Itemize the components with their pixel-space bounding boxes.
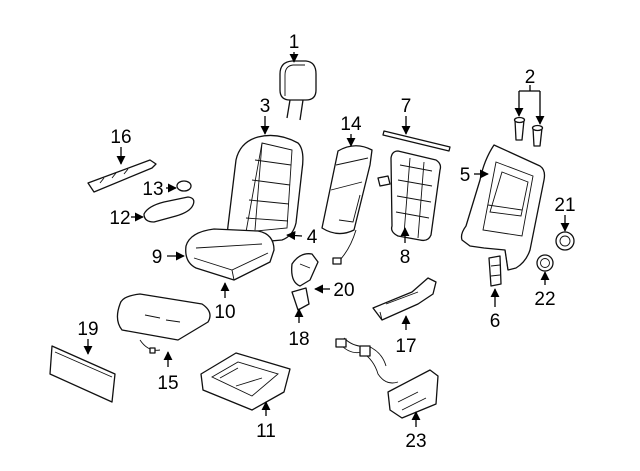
recliner-knob-part xyxy=(555,231,575,251)
knob-part xyxy=(176,180,192,192)
side-bracket-part xyxy=(87,159,157,193)
callout-4: 4 xyxy=(307,227,318,248)
seat-back-frame-part xyxy=(460,144,546,271)
seat-back-cover-part xyxy=(227,134,304,245)
headrest-part xyxy=(279,60,317,121)
side-shield-part xyxy=(372,277,437,321)
headrest-guide-left-part xyxy=(513,116,526,141)
seat-frame-part xyxy=(200,352,291,411)
recliner-cover-part xyxy=(291,253,319,287)
seat-cushion-cover-part xyxy=(185,228,275,281)
leader-4 xyxy=(286,231,303,241)
cushion-pad-part xyxy=(116,293,211,354)
spring-mat-part xyxy=(377,150,442,242)
rod-part xyxy=(382,130,451,152)
callout-3: 3 xyxy=(260,96,271,117)
callout-19: 19 xyxy=(77,319,98,340)
latch-bracket-part xyxy=(488,255,502,287)
callout-14: 14 xyxy=(340,114,362,135)
callout-7: 7 xyxy=(401,96,412,117)
callout-13: 13 xyxy=(142,179,163,200)
power-seat-switch-part xyxy=(335,337,439,419)
callout-5: 5 xyxy=(460,165,471,186)
callout-16: 16 xyxy=(110,127,131,148)
callout-12: 12 xyxy=(109,208,130,229)
callout-21: 21 xyxy=(554,195,575,216)
callout-1: 1 xyxy=(289,32,300,53)
adjust-knob-part xyxy=(536,254,554,272)
headrest-guide-right-part xyxy=(531,124,544,147)
trim-cap-part xyxy=(291,287,310,311)
callout-15: 15 xyxy=(157,373,178,394)
callout-10: 10 xyxy=(214,302,235,323)
callout-11: 11 xyxy=(256,421,276,442)
callout-17: 17 xyxy=(395,336,416,357)
handle-part xyxy=(143,196,195,223)
callout-9: 9 xyxy=(152,247,163,268)
callout-20: 20 xyxy=(333,280,354,301)
callout-8: 8 xyxy=(400,247,411,268)
callout-22: 22 xyxy=(534,289,555,310)
callout-6: 6 xyxy=(490,311,501,332)
side-panel-part xyxy=(49,345,116,403)
callout-23: 23 xyxy=(405,431,426,452)
callout-2: 2 xyxy=(525,67,536,88)
back-panel-part xyxy=(321,145,373,265)
callout-18: 18 xyxy=(288,329,309,350)
